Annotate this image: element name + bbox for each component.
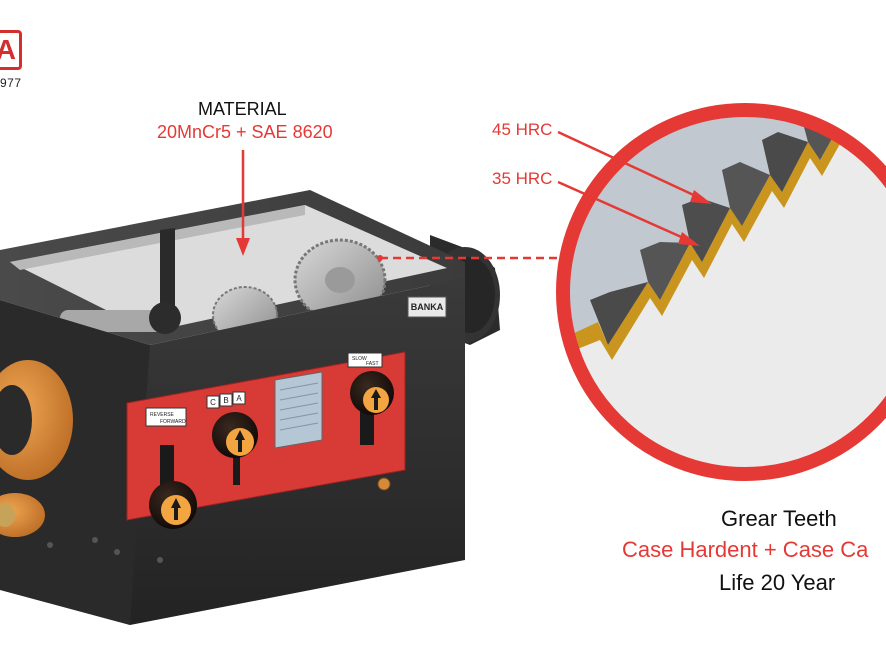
hrc35-arrow: [557, 180, 700, 246]
selector-letter: C: [210, 398, 216, 407]
lever-label-fast: FAST: [366, 361, 379, 367]
lever-label-slow: SLOW: [352, 356, 367, 362]
selector-letter: B: [223, 396, 228, 405]
bolts: [47, 537, 163, 563]
control-panel: [126, 351, 406, 521]
magnifier-ring: [556, 103, 886, 481]
bronze-flange: [0, 360, 73, 537]
material-value: 20MnCr5 + SAE 8620: [157, 122, 333, 142]
hrc45-arrow: [557, 130, 712, 204]
indicator-light: [377, 477, 391, 491]
logo-year: 977: [0, 76, 22, 90]
right-lever-tag: [347, 352, 383, 368]
gear-teeth-treatment: Case Hardent + Case Ca: [622, 537, 869, 562]
knob-left: [149, 445, 197, 529]
gear-teeth-life: Life 20 Year: [719, 570, 836, 595]
lever-label-tag: [145, 407, 187, 427]
brand-plate: [407, 296, 447, 318]
selector-letter: A: [236, 394, 242, 403]
logo-letter: A: [0, 34, 16, 65]
brand-plate-text: BANKA: [411, 302, 444, 312]
gear-teeth-title: Grear Teeth: [721, 506, 837, 531]
gear-cavity: [10, 205, 447, 332]
lever-label-reverse: REVERSE: [150, 412, 175, 418]
selector-tags: C B A: [206, 391, 246, 409]
gear-teeth-magnified: [563, 110, 886, 474]
hrc-outer-label: 45 HRC: [492, 120, 553, 139]
knob-middle: [212, 412, 258, 485]
lever-label-forward: FORWARD: [160, 419, 186, 425]
hrc-inner-label: 35 HRC: [492, 169, 553, 188]
knob-right: [350, 371, 394, 445]
material-arrow: [236, 150, 250, 256]
brand-logo: A: [0, 30, 22, 70]
material-title: MATERIAL: [198, 99, 287, 119]
